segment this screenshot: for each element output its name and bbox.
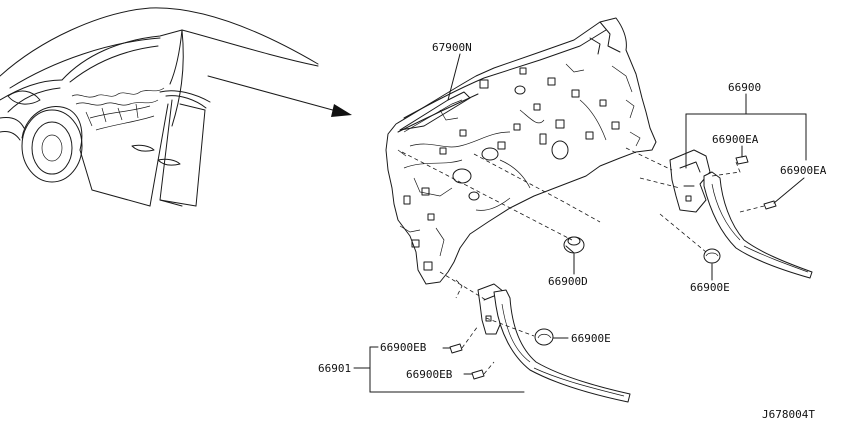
clip-66900ea-upper [735, 155, 749, 165]
vehicle-outline [0, 7, 319, 207]
clip-66900ea-right [763, 200, 777, 210]
label-66900eb-lower: 66900EB [406, 368, 453, 381]
diagram-id: J678004T [762, 408, 815, 421]
label-66900ea-right: 66900EA [780, 164, 827, 177]
clip-66900e-right [703, 248, 721, 264]
dash-insulator-panel [385, 17, 657, 285]
clip-66900d [563, 236, 585, 254]
label-66901: 66901 [318, 362, 351, 375]
left-side-trim [477, 283, 631, 403]
label-67900n: 67900N [432, 41, 472, 54]
label-66900: 66900 [728, 81, 761, 94]
label-66900ea-upper: 66900EA [712, 133, 759, 146]
clip-66900eb-lower [471, 369, 485, 380]
leader-lines [353, 53, 807, 393]
right-side-trim [669, 149, 813, 279]
clip-66900e-lower [534, 328, 554, 346]
label-66900e-lower: 66900E [571, 332, 611, 345]
clip-66900eb-upper [449, 343, 463, 354]
label-66900eb-upper: 66900EB [380, 341, 427, 354]
label-66900e-right: 66900E [690, 281, 730, 294]
label-66900d: 66900D [548, 275, 588, 288]
assembly-lines [401, 147, 765, 375]
callout-arrow [207, 75, 352, 117]
